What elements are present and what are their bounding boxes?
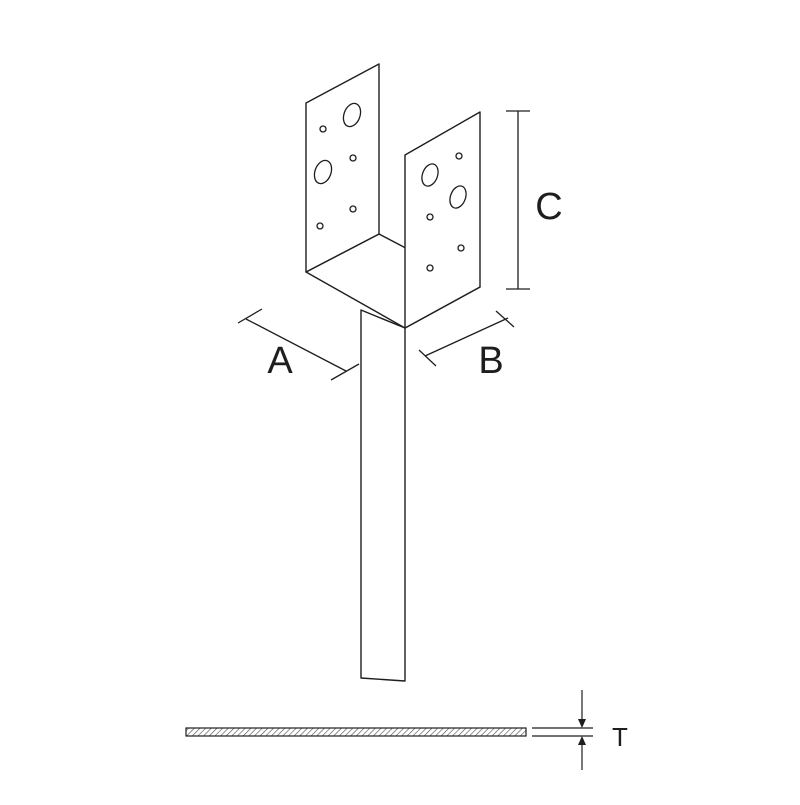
right-wing-holes <box>421 152 467 272</box>
bracket-left-wing <box>305 63 380 273</box>
left-wing-holes <box>313 102 362 230</box>
hole <box>342 102 362 128</box>
plate-cross-section <box>185 727 527 737</box>
hole <box>349 205 357 213</box>
dimension-t <box>532 690 593 770</box>
hole <box>426 264 434 272</box>
dimension-b <box>418 310 515 367</box>
dimension-t-arrows <box>578 719 586 745</box>
label-b: B <box>478 340 503 382</box>
hole <box>313 159 333 185</box>
arrow-up-icon <box>578 736 586 745</box>
hole <box>316 222 324 230</box>
support-rod <box>360 309 406 682</box>
hole <box>449 185 467 209</box>
label-c: C <box>535 186 562 228</box>
dimension-c <box>506 110 530 290</box>
bracket-right-wing <box>404 111 481 329</box>
hole <box>457 244 465 252</box>
hole <box>455 152 463 160</box>
hole <box>349 154 357 162</box>
hole <box>319 125 327 133</box>
label-a: A <box>267 340 293 382</box>
dimension-a <box>237 308 360 381</box>
hole <box>421 163 439 187</box>
arrow-down-icon <box>578 719 586 728</box>
label-t: T <box>612 722 628 752</box>
hole <box>426 213 434 221</box>
